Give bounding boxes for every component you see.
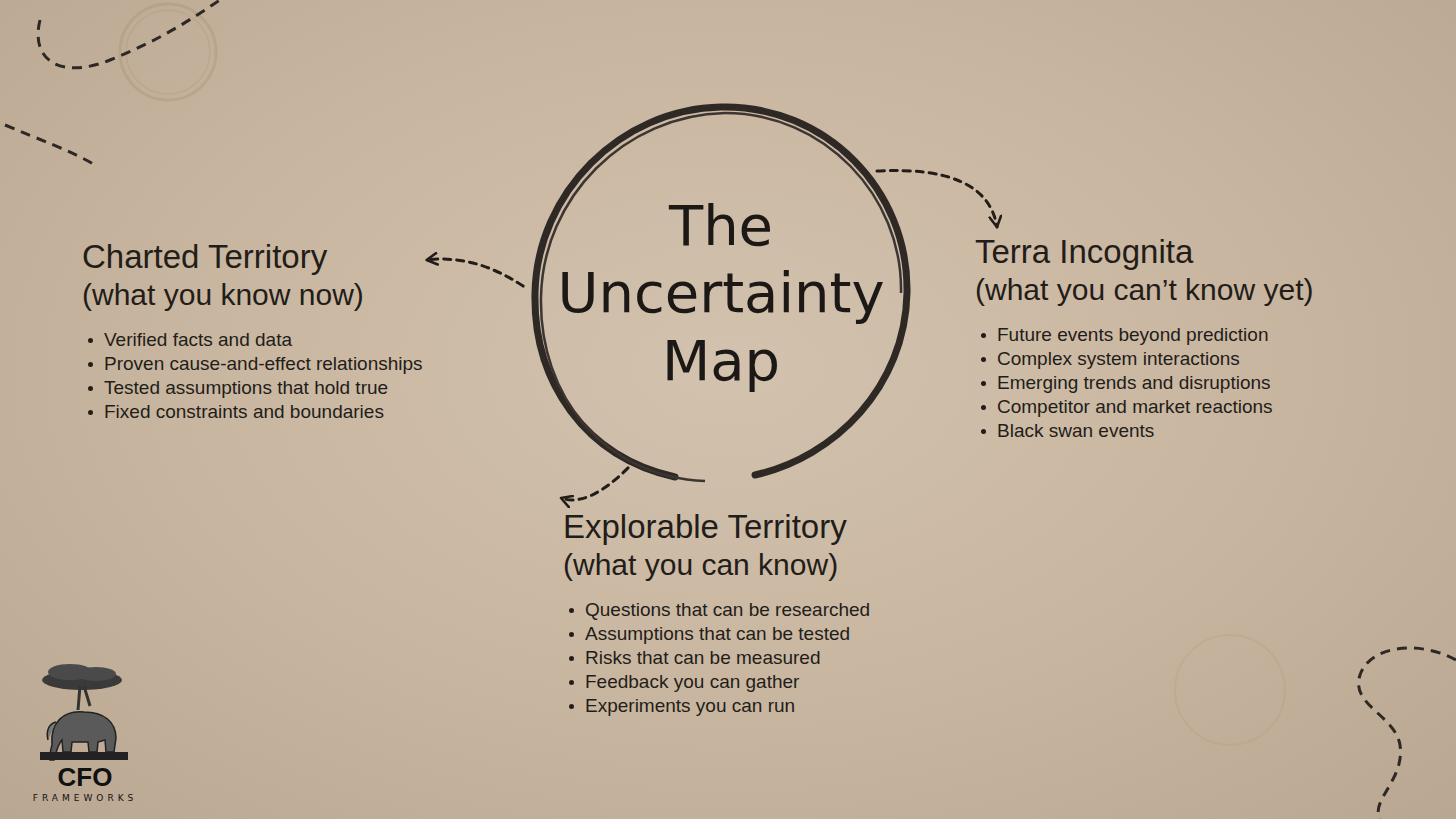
territory-heading: Terra Incognita <box>975 233 1313 271</box>
coffee-ring <box>1175 635 1285 745</box>
bullet-item: Fixed constraints and boundaries <box>82 400 423 424</box>
coffee-ring <box>126 10 210 94</box>
logo-subtitle: FRAMEWORKS <box>14 793 156 803</box>
bullet-item: Black swan events <box>975 419 1313 443</box>
territory-subheading: (what you know now) <box>82 276 423 314</box>
bullet-item: Competitor and market reactions <box>975 395 1313 419</box>
territory-block: Explorable Territory(what you can know) Q… <box>563 508 870 718</box>
coffee-ring <box>120 4 216 100</box>
bullet-item: Proven cause-and-effect relationships <box>82 352 423 376</box>
territory-block: Terra Incognita(what you can’t know yet)… <box>975 233 1313 443</box>
territory-heading: Charted Territory <box>82 238 423 276</box>
bullet-item: Future events beyond prediction <box>975 323 1313 347</box>
bullet-item: Complex system interactions <box>975 347 1313 371</box>
bullet-item: Assumptions that can be tested <box>563 622 870 646</box>
logo-illustration <box>40 664 128 760</box>
dashed-arrow <box>561 468 628 500</box>
bullet-item: Risks that can be measured <box>563 646 870 670</box>
dashed-squiggle <box>1359 648 1456 819</box>
logo-wordmark: CFO <box>40 762 130 793</box>
territory-block: Charted Territory(what you know now) Veri… <box>82 238 423 424</box>
dashed-squiggle <box>5 0 220 165</box>
bullet-item: Experiments you can run <box>563 694 870 718</box>
territory-heading: Explorable Territory <box>563 508 870 546</box>
bullet-item: Feedback you can gather <box>563 670 870 694</box>
bullet-item: Verified facts and data <box>82 328 423 352</box>
title-circle: The Uncertainty Map <box>525 97 917 489</box>
territory-subheading: (what you can’t know yet) <box>975 271 1313 309</box>
territory-subheading: (what you can know) <box>563 546 870 584</box>
dashed-arrow <box>427 259 523 286</box>
bullet-item: Emerging trends and disruptions <box>975 371 1313 395</box>
bullet-item: Questions that can be researched <box>563 598 870 622</box>
bullet-item: Tested assumptions that hold true <box>82 376 423 400</box>
map-title: The Uncertainty Map <box>556 192 886 394</box>
